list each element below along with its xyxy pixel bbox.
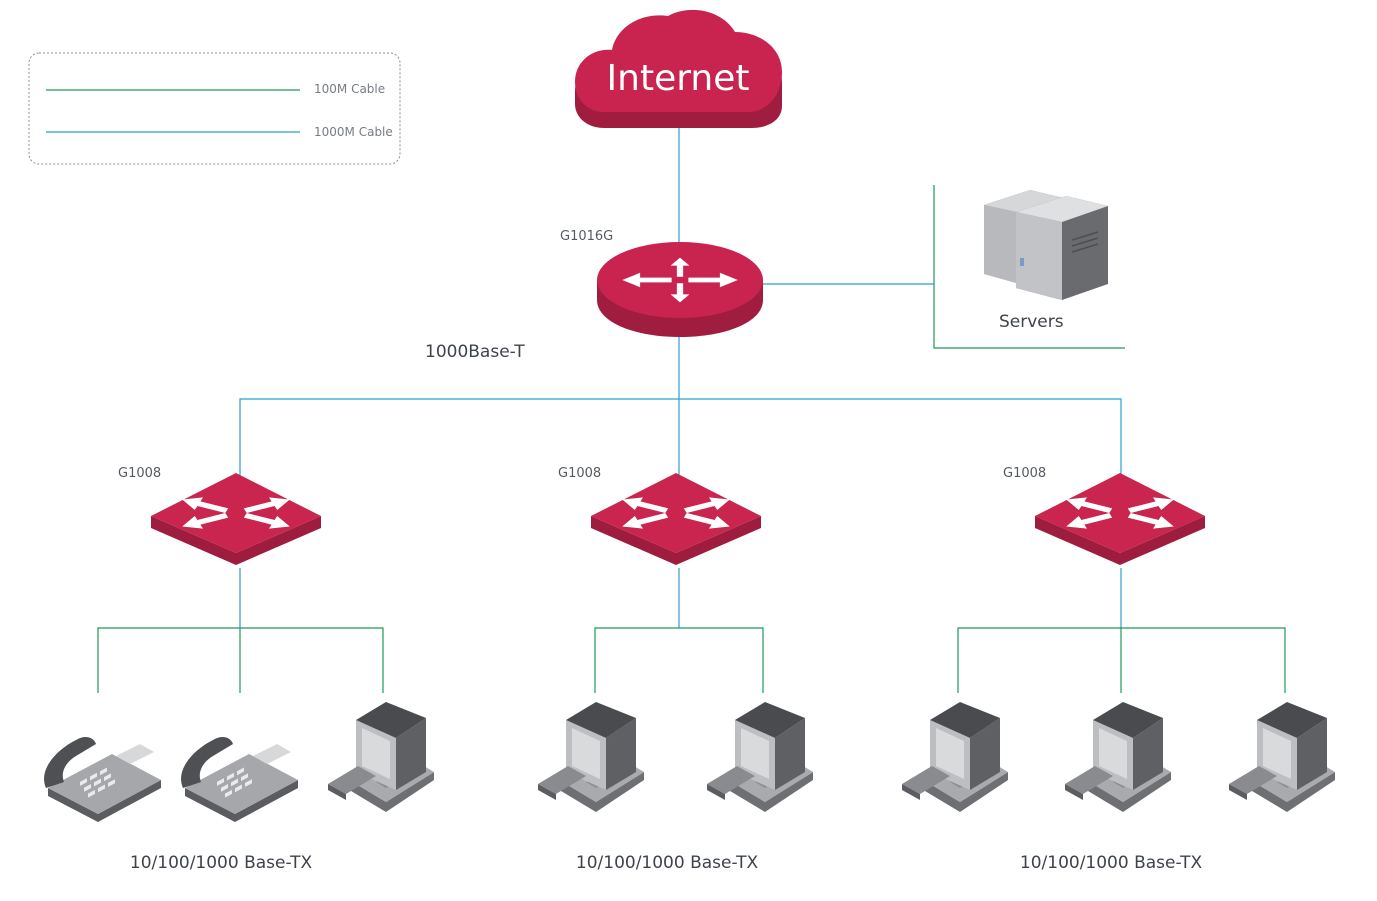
core-switch: G1016G 1000Base-T	[425, 229, 763, 362]
computer-icon	[707, 702, 813, 812]
servers: Servers	[984, 190, 1108, 332]
phone-icon	[181, 737, 298, 822]
phone-icon	[44, 737, 161, 822]
switch-3-port-label: 10/100/1000 Base-TX	[1020, 853, 1203, 873]
switch-3-icon	[1035, 473, 1205, 565]
core-router-icon	[597, 242, 763, 318]
switch-1-port-label: 10/100/1000 Base-TX	[130, 853, 313, 873]
server-icon	[984, 190, 1108, 300]
cloud-icon	[575, 9, 782, 112]
switch-2-port-label: 10/100/1000 Base-TX	[576, 853, 759, 873]
computer-icon	[1065, 702, 1171, 812]
access-switch-2: G1008 10/100/1000 Base-TX	[538, 466, 813, 873]
core-uplink-label: 1000Base-T	[425, 342, 525, 362]
internet-label: Internet	[607, 58, 750, 99]
legend: 100M Cable 1000M Cable	[28, 52, 401, 165]
legend-box	[28, 52, 401, 165]
computer-icon	[328, 702, 434, 812]
computer-icon	[538, 702, 644, 812]
access-switch-1: G1008 10/100/1000 Base-TX	[44, 466, 434, 873]
cable-group2-bus	[594, 627, 764, 693]
switch-1-model-label: G1008	[118, 466, 161, 481]
legend-label-1000m: 1000M Cable	[314, 125, 393, 139]
cable-server-bracket	[933, 185, 1125, 349]
legend-label-100m: 100M Cable	[314, 82, 385, 96]
computer-icon	[902, 702, 1008, 812]
access-switch-3: G1008 10/100/1000 Base-TX	[902, 466, 1335, 873]
servers-label: Servers	[999, 312, 1064, 332]
switch-2-icon	[591, 473, 761, 565]
internet-cloud: Internet	[575, 9, 782, 128]
cable-core-distribution	[239, 398, 1122, 478]
core-model-label: G1016G	[560, 229, 613, 244]
switch-1-icon	[151, 473, 321, 565]
switch-2-model-label: G1008	[558, 466, 601, 481]
switch-3-model-label: G1008	[1003, 466, 1046, 481]
cables	[97, 120, 1286, 693]
computer-icon	[1229, 702, 1335, 812]
